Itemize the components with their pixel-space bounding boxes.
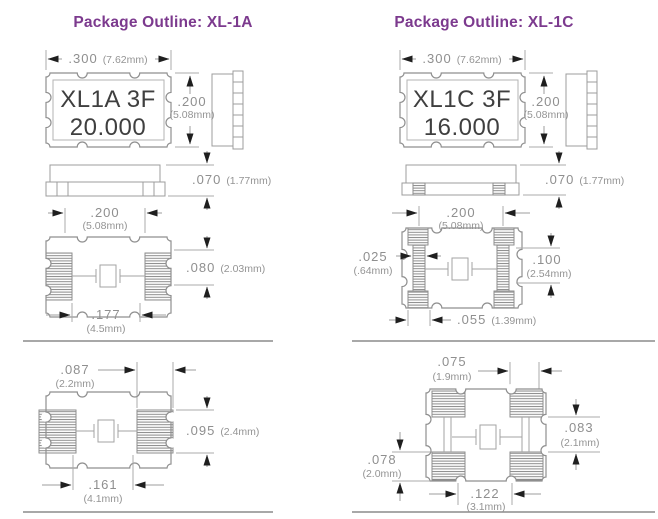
lp1-outline	[45, 236, 172, 318]
lp2c-left-dim-in: .078	[367, 452, 396, 467]
lp2-top-dim-in: .087	[60, 362, 89, 377]
xl1c-width-dim: .300(7.62mm)	[422, 51, 501, 66]
xl1a-part-marking-line2: 20.000	[70, 114, 146, 141]
xl1c-height-dim-mm: (5.08mm)	[524, 109, 569, 121]
xl1a-land-pattern-2: .087 (2.2mm) .095(2.4mm)	[38, 362, 259, 505]
solder-pad	[412, 182, 426, 196]
lp1c-left-dim-in: .025	[358, 249, 387, 264]
lp2-bottom-dim-in: .161	[88, 477, 117, 492]
xl1c-package-outline	[399, 72, 526, 148]
xl1c-part-marking-line1: XL1C 3F	[413, 86, 511, 113]
xl1a-thickness-dim: .070(1.77mm)	[192, 172, 271, 187]
solder-pad	[509, 390, 544, 418]
xl1a-package-outline	[45, 72, 172, 148]
lp1c-bottom-dim: .055(1.39mm)	[457, 312, 536, 327]
solder-pad	[492, 182, 506, 196]
lp1c-outline	[401, 227, 523, 309]
lp2-outline	[45, 391, 172, 469]
xl1a-side-view	[211, 70, 244, 150]
xl1c-top-view: .300(7.62mm) XL1C 3F 16.000 .200 (5.08mm…	[399, 50, 569, 148]
xl1a-part-marking-line1: XL1A 3F	[60, 86, 156, 113]
lp1c-top-dim-in: .200	[446, 205, 475, 220]
lp1-top-dim-in: .200	[90, 205, 119, 220]
lp2c-left-dim-mm: (2.0mm)	[362, 468, 401, 480]
xl1c-side-view	[565, 70, 598, 150]
lp1-bottom-dim-in: .177	[91, 307, 120, 322]
xl1a-width-dim: .300(7.62mm)	[68, 51, 147, 66]
solder-pad	[431, 451, 466, 481]
solder-pad	[493, 227, 515, 246]
lp1c-right-dim-mm: (2.54mm)	[527, 268, 572, 280]
lp1c-top-dim-mm: (5.08mm)	[439, 220, 484, 232]
xl1a-land-pattern-1: .200 (5.08mm) .080(2.03mm) .177 (4.5mm)	[41, 205, 265, 335]
xl1a-top-view: .300(7.62mm) XL1A 3F 20.000 .200 (5.08mm…	[45, 50, 215, 148]
crystal-symbol	[452, 424, 522, 450]
xl1c-thickness-dim: .070(1.77mm)	[545, 172, 624, 187]
lp2c-right-dim-mm: (2.1mm)	[560, 437, 599, 449]
lp1-right-dim: .080(2.03mm)	[186, 260, 265, 275]
solder-pad	[493, 290, 515, 309]
lp2c-top-dim-mm: (1.9mm)	[432, 371, 471, 383]
solder-pad	[407, 227, 429, 246]
lp2c-top-dim-in: .075	[437, 354, 466, 369]
castellation-bar	[412, 244, 426, 292]
lp2c-bottom-dim-in: .122	[470, 486, 499, 501]
crystal-symbol	[425, 257, 497, 281]
crystal-symbol	[72, 264, 145, 288]
lp1c-right-dim-in: .100	[532, 252, 561, 267]
solder-pad	[431, 390, 466, 418]
lp2-bottom-dim-mm: (4.1mm)	[83, 493, 122, 505]
solder-pad	[407, 290, 429, 309]
lp2c-outline	[425, 388, 547, 482]
lp1c-left-dim-mm: (.64mm)	[353, 265, 392, 277]
crystal-symbol	[76, 419, 137, 443]
xl1c-height-dim-in: .200	[531, 94, 560, 109]
lp2c-right-dim-in: .083	[564, 420, 593, 435]
xl1c-front-view: .070(1.77mm)	[401, 151, 624, 209]
xl1a-height-dim-in: .200	[177, 94, 206, 109]
castellation-bar	[496, 244, 510, 292]
lp2c-bottom-dim-mm: (3.1mm)	[466, 501, 505, 513]
title-xl1c: Package Outline: XL-1C	[394, 14, 574, 31]
lp2-top-dim-mm: (2.2mm)	[55, 378, 94, 390]
lp1-bottom-dim-mm: (4.5mm)	[86, 323, 125, 335]
xl1c-land-pattern-1: .200 (5.08mm) .025 (.64mm) .100 (2.54m	[353, 205, 571, 327]
xl1c-land-pattern-2: .075 (1.9mm)	[362, 354, 600, 513]
xl1c-part-marking-line2: 16.000	[424, 114, 500, 141]
lp2-right-dim: .095(2.4mm)	[186, 423, 259, 438]
xl1a-front-view: .070(1.77mm)	[45, 151, 271, 210]
lp1-top-dim-mm: (5.08mm)	[83, 220, 128, 232]
title-xl1a: Package Outline: XL-1A	[73, 14, 253, 31]
solder-pad	[509, 451, 544, 481]
xl1a-height-dim-mm: (5.08mm)	[170, 109, 215, 121]
